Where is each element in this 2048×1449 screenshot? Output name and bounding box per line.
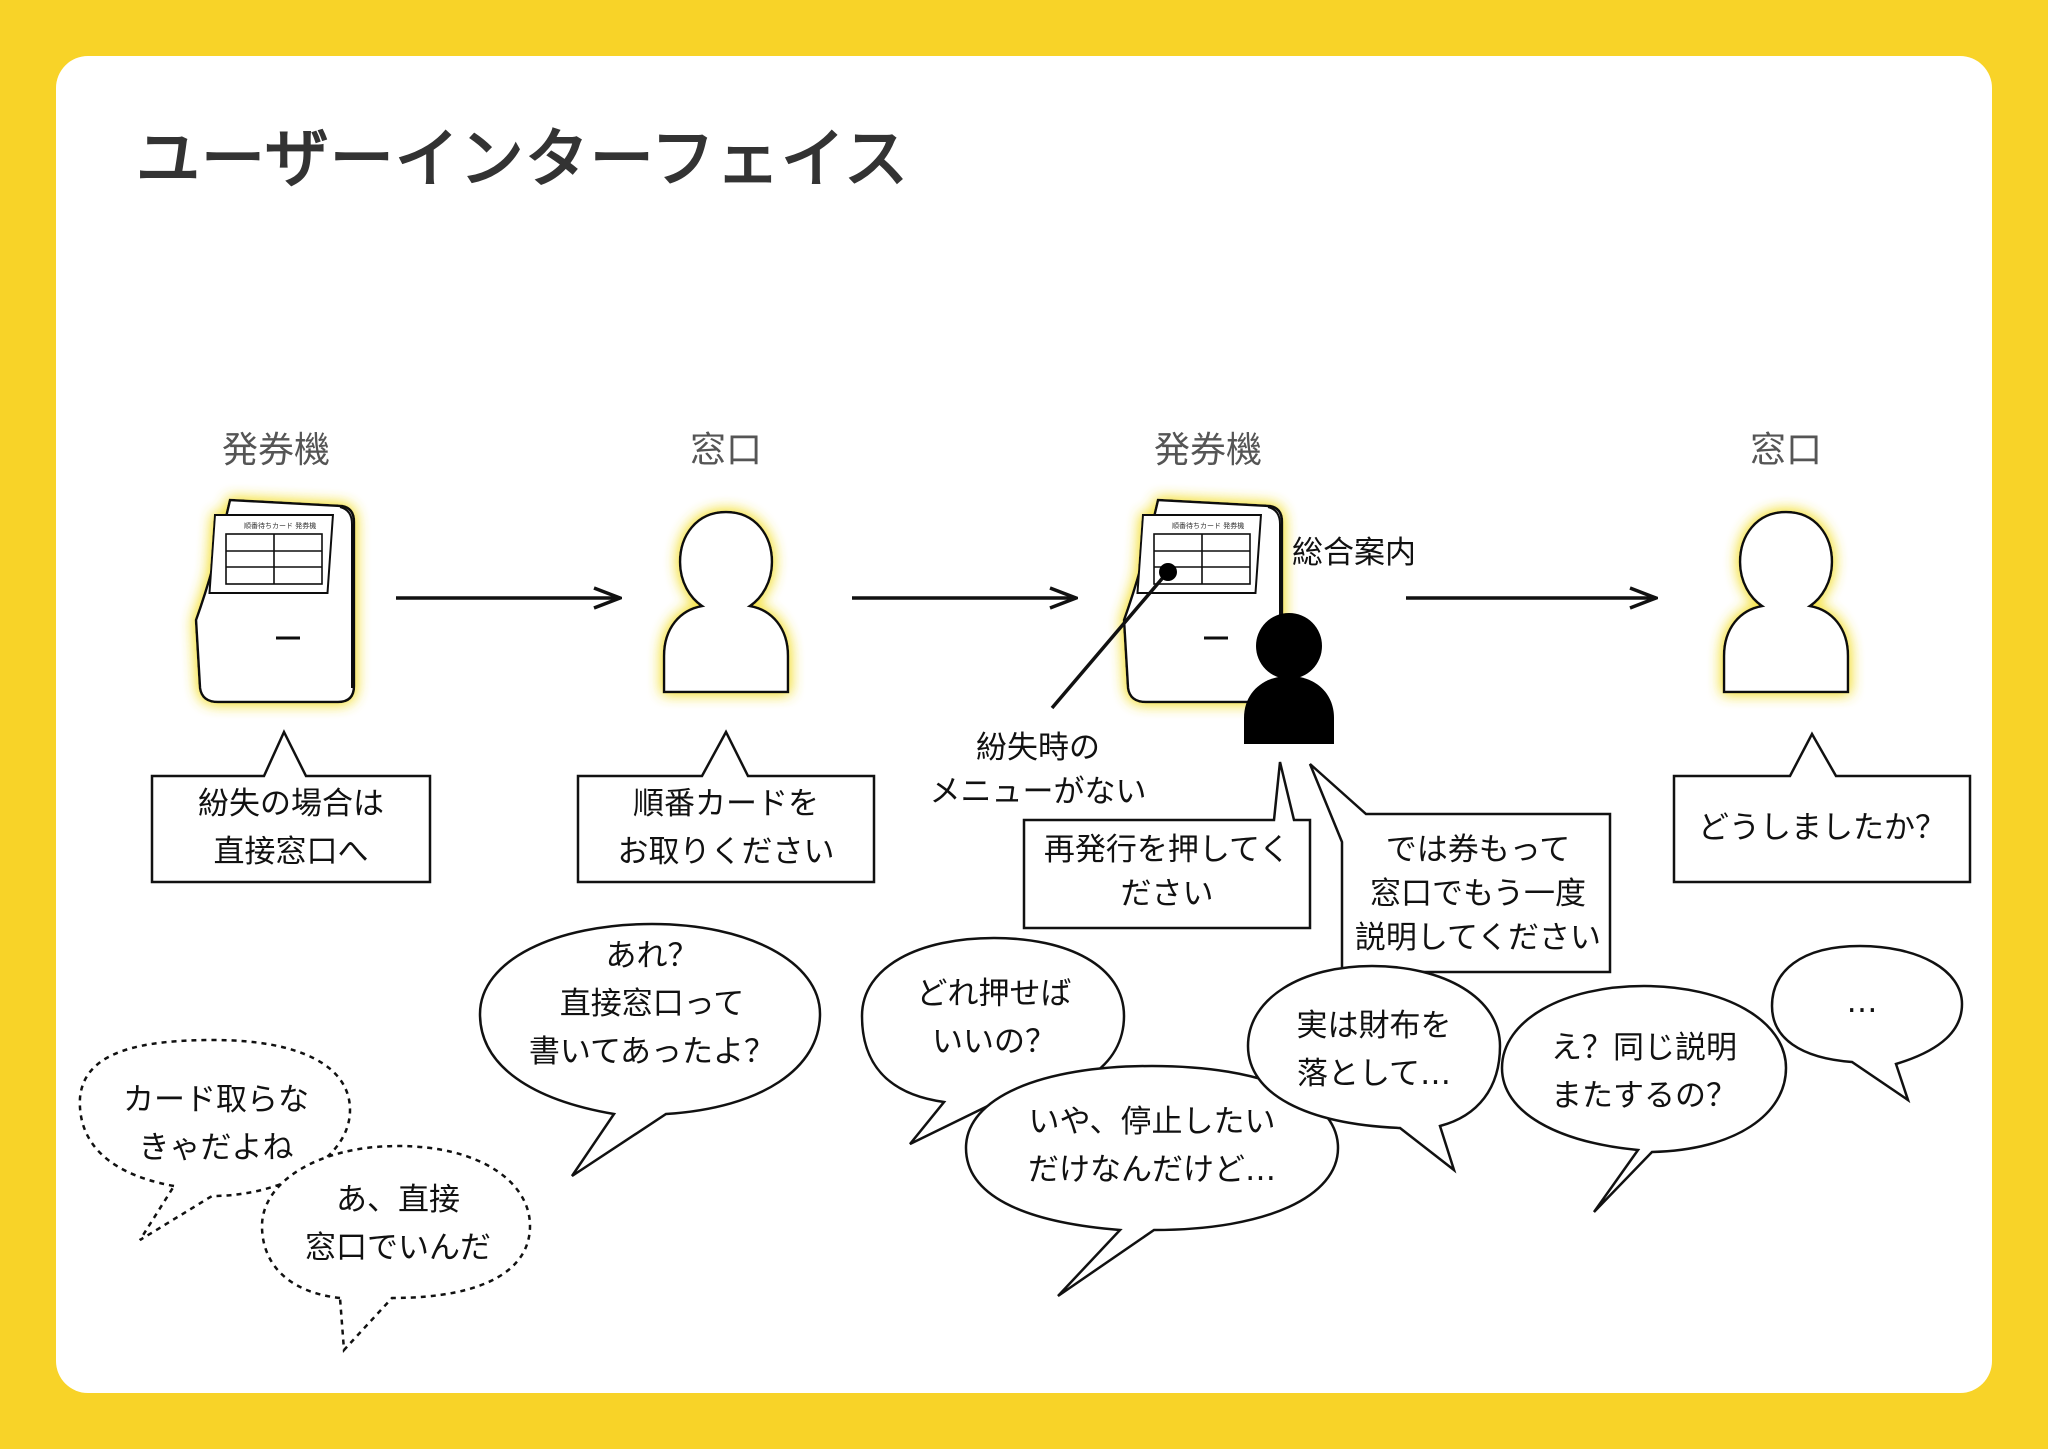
speech-bubble: … [1770, 944, 1964, 1104]
ticket-kiosk-icon: 順番待ちカード 発券機 [194, 498, 356, 704]
annotation-pointer [1050, 572, 1168, 710]
svg-text:カード取らな: カード取らな [123, 1082, 309, 1118]
svg-text:…: … [1847, 984, 1878, 1020]
svg-text:どうしましたか？: どうしましたか？ [1698, 810, 1946, 846]
kiosk-1-sign: 紛失の場合は 直接窓口へ [150, 729, 432, 884]
svg-text:説明してください: 説明してください [1355, 920, 1601, 956]
svg-text:紛失の場合は: 紛失の場合は [198, 786, 384, 822]
svg-text:落として…: 落として… [1297, 1056, 1451, 1092]
svg-text:だけなんだけど…: だけなんだけど… [1028, 1152, 1276, 1188]
svg-text:いいの？: いいの？ [932, 1024, 1056, 1060]
kiosk-2-sign: 再発行を押してく ださい [1022, 761, 1312, 930]
svg-text:直接窓口へ: 直接窓口へ [214, 834, 369, 870]
thought-bubble: カード取らな きゃだよね [78, 1038, 352, 1242]
kiosk-screen-label: 順番待ちカード 発券機 [244, 521, 316, 530]
ticket-kiosk-icon: 順番待ちカード 発券機 [1122, 498, 1284, 704]
speech-bubble: いや、停止したい だけなんだけど… [964, 1064, 1340, 1298]
window-1-sign: 順番カードを お取りください [576, 729, 876, 884]
svg-text:またするの？: またするの？ [1551, 1078, 1737, 1114]
speech-bubble: え？同じ説明 またするの？ [1500, 984, 1788, 1213]
svg-text:お取りください: お取りください [618, 834, 835, 870]
svg-text:窓口でもう一度: 窓口でもう一度 [1370, 876, 1586, 912]
window-staff-icon [1722, 510, 1850, 694]
svg-text:え？同じ説明: え？同じ説明 [1551, 1030, 1737, 1066]
svg-text:窓口でいんだ: 窓口でいんだ [305, 1230, 491, 1266]
svg-text:紛失時の: 紛失時の [976, 730, 1100, 766]
svg-text:直接窓口って: 直接窓口って [560, 986, 744, 1022]
info-desk-staff-icon [1244, 613, 1334, 744]
svg-text:あれ？: あれ？ [606, 938, 699, 974]
svg-text:順番カードを: 順番カードを [633, 786, 819, 822]
kiosk-screen-label: 順番待ちカード 発券機 [1172, 521, 1244, 530]
svg-text:書いてあったよ？: 書いてあったよ？ [529, 1034, 775, 1070]
station-label-window-1: 窓口 [690, 430, 762, 471]
svg-text:いや、停止したい: いや、停止したい [1028, 1104, 1275, 1140]
svg-text:ださい: ださい [1121, 876, 1214, 912]
station-label-kiosk-1: 発券機 [222, 430, 330, 471]
svg-text:メニューがない: メニューがない [930, 774, 1147, 810]
speech-bubble: どれ押せば いいの？ [860, 936, 1126, 1146]
speech-bubble: あれ？ 直接窓口って 書いてあったよ？ [478, 922, 822, 1178]
info-desk-sign: では券もって 窓口でもう一度 説明してください [1308, 763, 1612, 974]
svg-text:実は財布を: 実は財布を [1297, 1008, 1452, 1044]
window-staff-icon [662, 510, 790, 694]
svg-text:あ、直接: あ、直接 [336, 1182, 460, 1218]
svg-text:では券もって: では券もって [1386, 832, 1570, 868]
speech-bubble: 実は財布を 落として… [1246, 964, 1502, 1174]
svg-text:きゃだよね: きゃだよね [139, 1130, 294, 1166]
window-2-sign: どうしましたか？ [1672, 731, 1972, 884]
station-label-window-2: 窓口 [1750, 430, 1822, 471]
svg-text:どれ押せば: どれ押せば [917, 976, 1072, 1012]
annotation-dot [1159, 563, 1177, 581]
info-desk-label: 総合案内 [1292, 535, 1416, 571]
svg-text:再発行を押してく: 再発行を押してく [1044, 832, 1290, 868]
station-label-kiosk-2: 発券機 [1154, 430, 1262, 471]
page-title: ユーザーインターフェイス [136, 123, 909, 197]
missing-menu-annotation: 紛失時の メニューがない [930, 730, 1147, 810]
thought-bubble: あ、直接 窓口でいんだ [260, 1144, 532, 1353]
